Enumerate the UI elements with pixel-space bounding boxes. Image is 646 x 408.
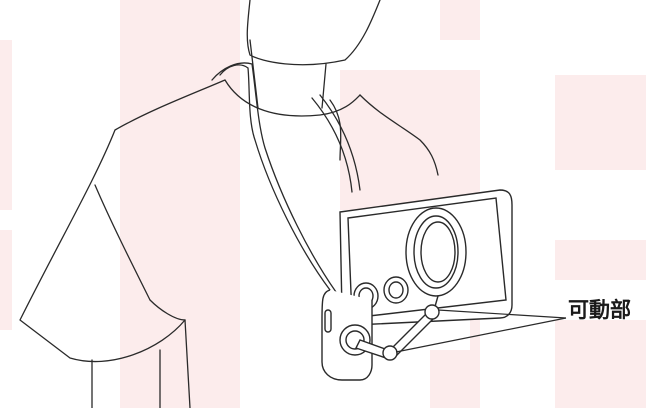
movable-part-callout-label: 可動部	[568, 294, 631, 324]
strap-holder	[322, 290, 372, 380]
